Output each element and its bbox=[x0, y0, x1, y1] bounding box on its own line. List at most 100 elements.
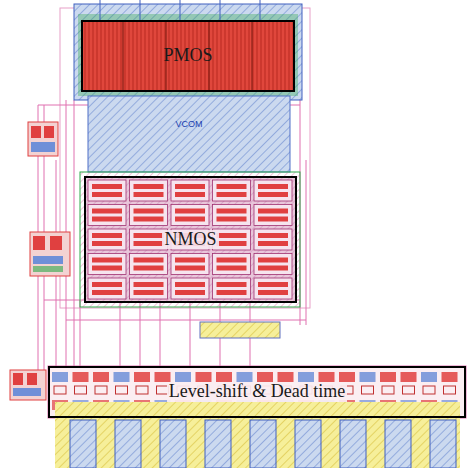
gate-strip bbox=[92, 192, 122, 197]
transistor-cell bbox=[130, 205, 168, 226]
gate-strip bbox=[217, 192, 247, 197]
nmos-array: NMOS bbox=[84, 176, 297, 303]
transistor-cell bbox=[254, 229, 292, 250]
device-cell bbox=[319, 372, 335, 382]
device-cell bbox=[382, 386, 394, 394]
gate-strip bbox=[134, 192, 164, 197]
device-cell bbox=[114, 372, 130, 382]
device-cell bbox=[93, 372, 109, 382]
gate-strip bbox=[92, 217, 122, 222]
gate-strip bbox=[258, 209, 288, 214]
gate-strip bbox=[258, 184, 288, 189]
device-cell bbox=[401, 372, 417, 382]
gate-strip bbox=[92, 258, 122, 263]
gate-strip bbox=[175, 282, 205, 287]
gate-strip bbox=[217, 258, 247, 263]
device-cell bbox=[421, 372, 437, 382]
transistor-cell bbox=[213, 205, 251, 226]
device-cell bbox=[216, 372, 232, 382]
gate-strip bbox=[258, 290, 288, 295]
node-label: PMOS bbox=[161, 46, 214, 66]
gate-strip bbox=[92, 290, 122, 295]
device-cell bbox=[95, 386, 107, 394]
transistor-cell bbox=[254, 254, 292, 275]
gate-strip bbox=[258, 192, 288, 197]
pad-column bbox=[430, 420, 456, 468]
gate-strip bbox=[217, 217, 247, 222]
pad-column bbox=[295, 420, 321, 468]
gate-strip bbox=[134, 290, 164, 295]
gate-strip bbox=[217, 209, 247, 214]
transistor-cell bbox=[130, 254, 168, 275]
node-label: Level-shift & Dead time bbox=[167, 382, 347, 402]
gate-strip bbox=[175, 258, 205, 263]
gate-strip bbox=[175, 209, 205, 214]
transistor-cell bbox=[254, 278, 292, 299]
device-cell bbox=[278, 372, 294, 382]
device-cell bbox=[52, 372, 68, 382]
gate-strip bbox=[92, 266, 122, 271]
gate-strip bbox=[92, 233, 122, 238]
gate-strip bbox=[92, 209, 122, 214]
device-cell bbox=[237, 372, 253, 382]
gate-strip bbox=[217, 282, 247, 287]
gate-strip bbox=[175, 217, 205, 222]
pad-column bbox=[115, 420, 141, 468]
level-shift-block: Level-shift & Dead time bbox=[48, 366, 466, 418]
transistor-cell bbox=[88, 278, 126, 299]
transistor-cell bbox=[254, 205, 292, 226]
transistor-cell bbox=[213, 278, 251, 299]
device-cell bbox=[196, 372, 212, 382]
gate-strip bbox=[258, 217, 288, 222]
device-cell bbox=[380, 372, 396, 382]
transistor-cell bbox=[130, 180, 168, 201]
transistor-cell bbox=[88, 205, 126, 226]
gate-strip bbox=[134, 209, 164, 214]
transistor-cell bbox=[130, 278, 168, 299]
gate-strip bbox=[134, 241, 164, 246]
vcom-region: VCOM bbox=[88, 108, 290, 142]
device-cell bbox=[116, 386, 128, 394]
transistor-cell bbox=[171, 180, 209, 201]
device-cell bbox=[136, 386, 148, 394]
pmos-array: PMOS bbox=[81, 20, 295, 92]
device-cell bbox=[442, 372, 458, 382]
gate-strip bbox=[175, 192, 205, 197]
gate-strip bbox=[258, 241, 288, 246]
gate-strip bbox=[175, 290, 205, 295]
transistor-cell bbox=[171, 254, 209, 275]
gate-strip bbox=[217, 241, 247, 246]
device-cell bbox=[298, 372, 314, 382]
transistor-cell bbox=[254, 180, 292, 201]
device-cell bbox=[155, 372, 171, 382]
gate-strip bbox=[258, 258, 288, 263]
transistor-cell bbox=[171, 278, 209, 299]
transistor-cell bbox=[171, 205, 209, 226]
device-cell bbox=[175, 372, 191, 382]
gate-strip bbox=[134, 282, 164, 287]
device-cell bbox=[423, 386, 435, 394]
gate-strip bbox=[134, 217, 164, 222]
pad-column bbox=[385, 420, 411, 468]
gate-strip bbox=[217, 290, 247, 295]
gate-strip bbox=[92, 282, 122, 287]
gate-strip bbox=[217, 266, 247, 271]
transistor-cell bbox=[213, 254, 251, 275]
pad-column bbox=[340, 420, 366, 468]
device-cell bbox=[257, 372, 273, 382]
device-cell bbox=[444, 386, 456, 394]
pad-column bbox=[160, 420, 186, 468]
transistor-cell bbox=[213, 180, 251, 201]
transistor-cell bbox=[88, 229, 126, 250]
device-cell bbox=[403, 386, 415, 394]
gate-strip bbox=[217, 184, 247, 189]
transistor-cell bbox=[88, 254, 126, 275]
device-cell bbox=[75, 386, 87, 394]
device-cell bbox=[73, 372, 89, 382]
transistor-cell bbox=[88, 180, 126, 201]
gate-strip bbox=[175, 266, 205, 271]
gate-strip bbox=[134, 266, 164, 271]
pad-column bbox=[250, 420, 276, 468]
device-cell bbox=[134, 372, 150, 382]
